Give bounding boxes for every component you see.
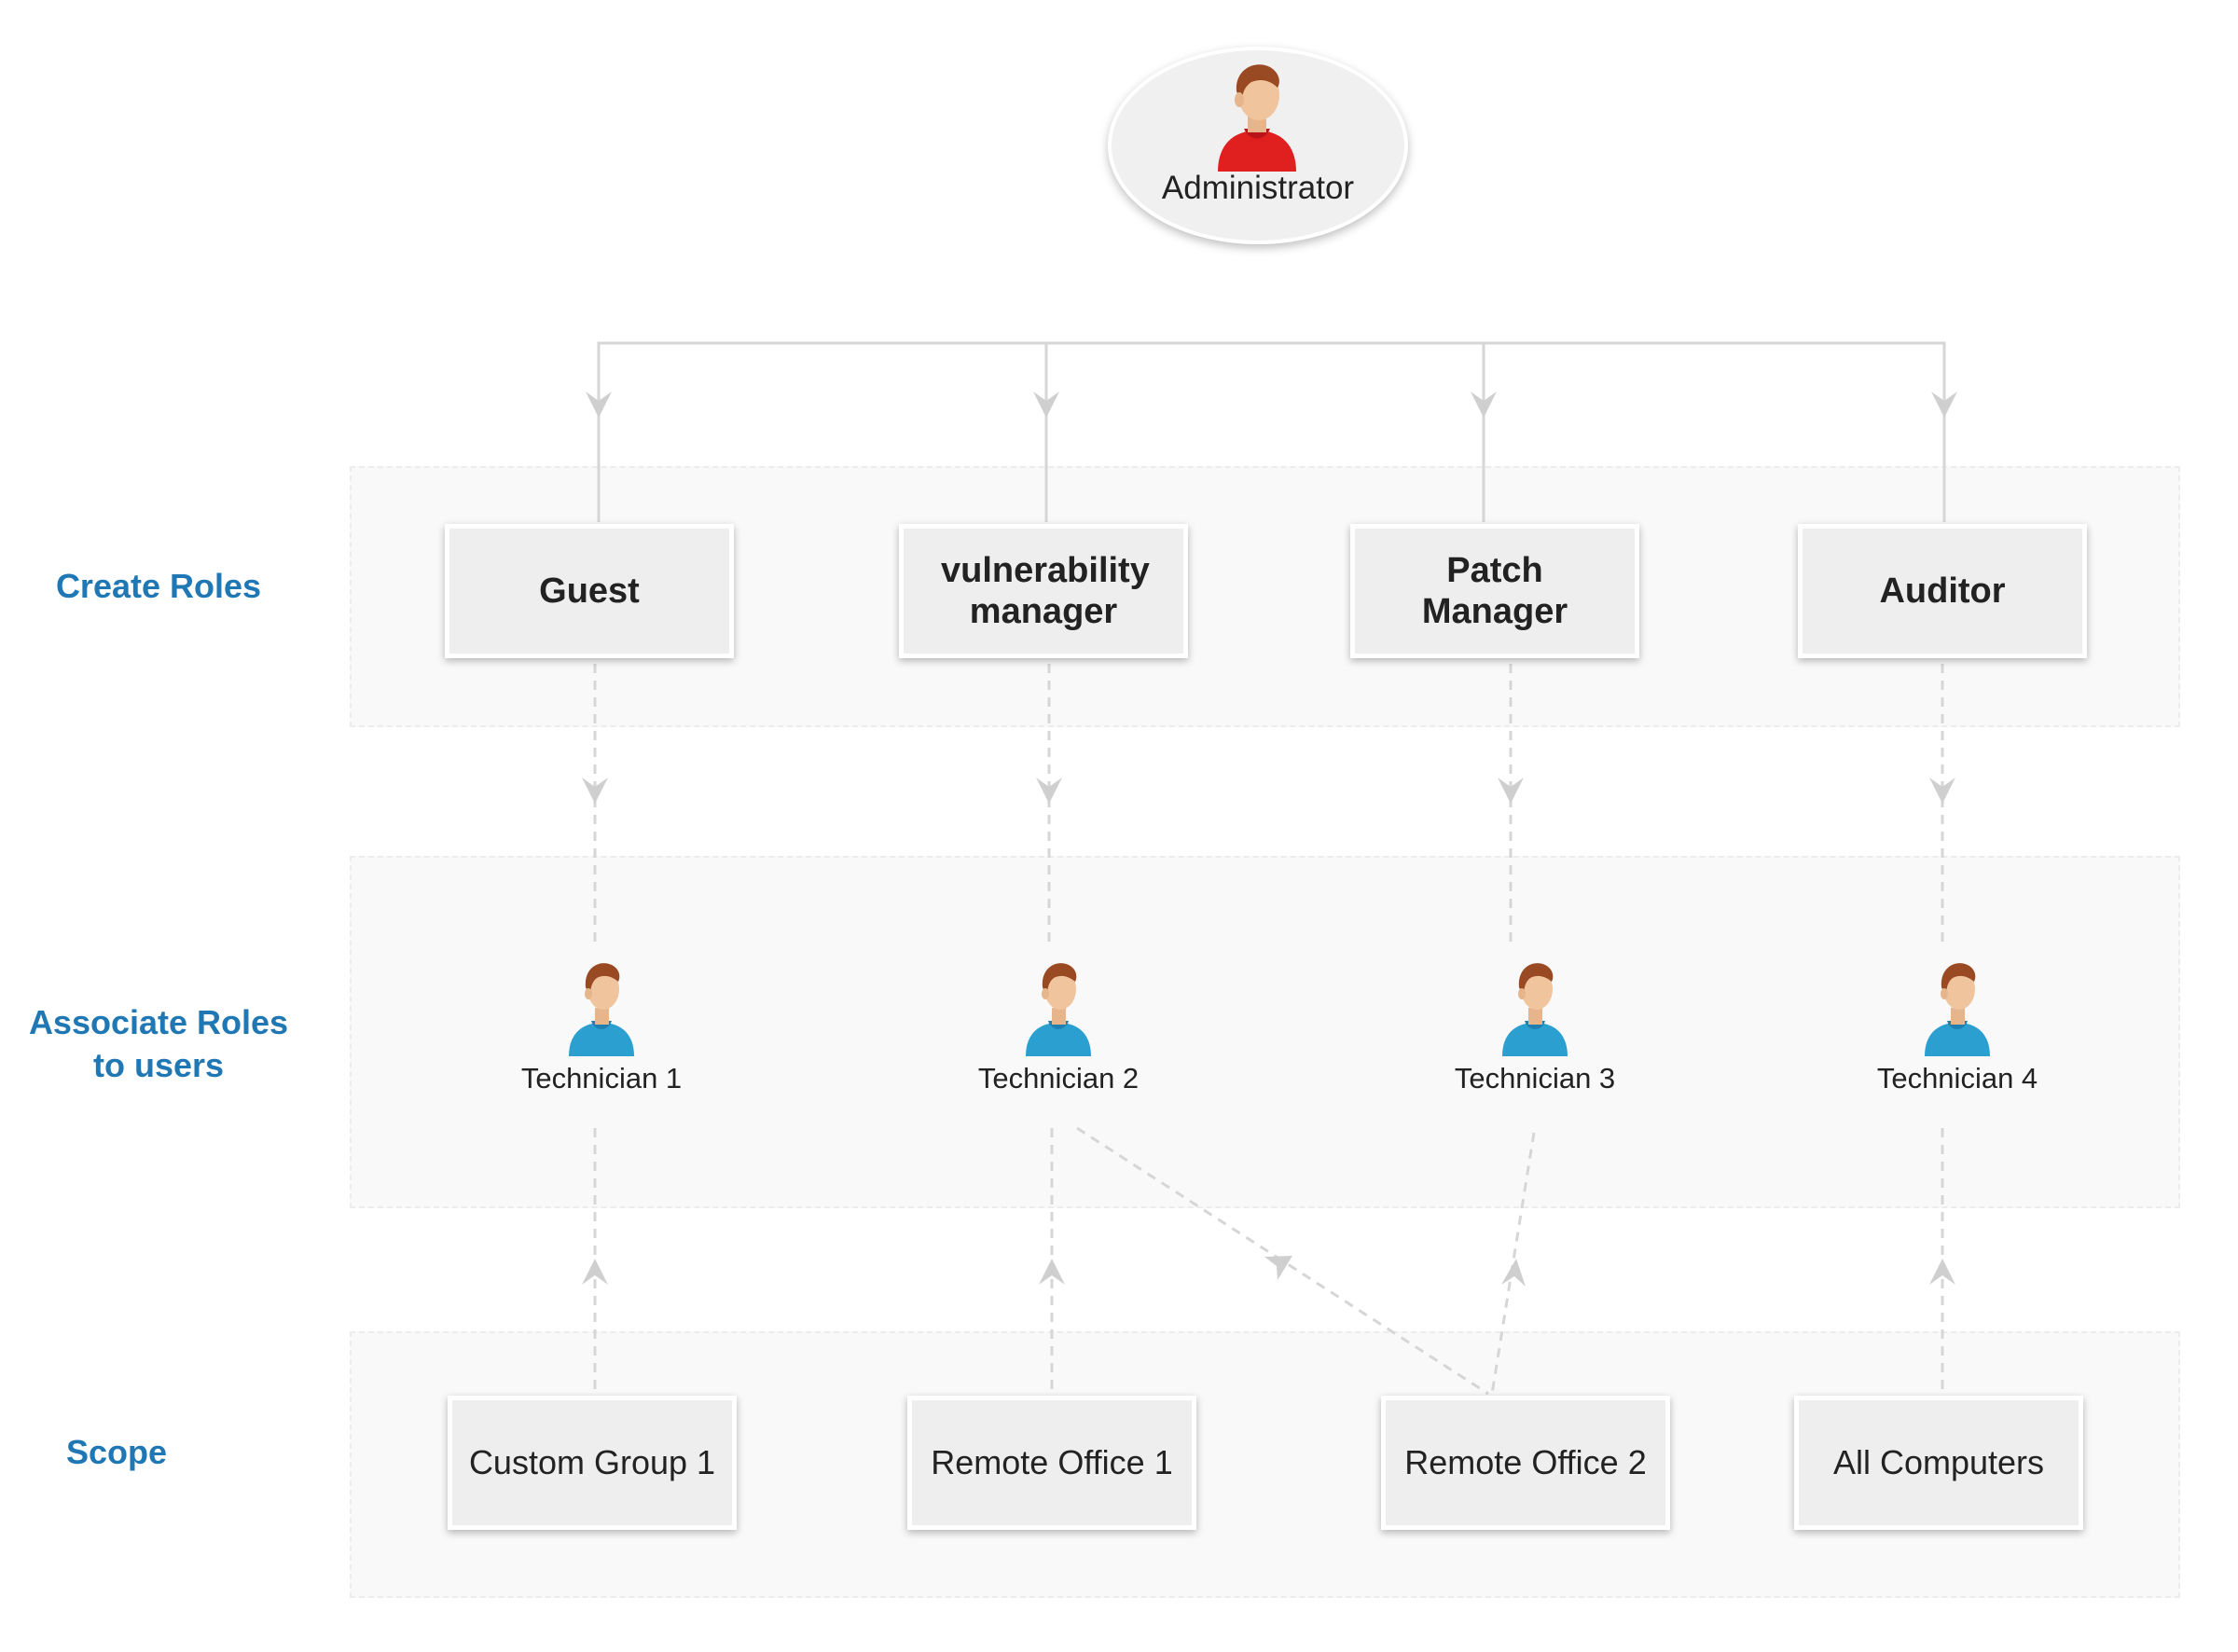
technician-1: Technician 1 [471, 956, 732, 1095]
person-icon [1026, 963, 1091, 1056]
role-label: Guest [539, 571, 640, 611]
administrator-label: Administrator [1161, 170, 1355, 206]
scope-label: Remote Office 1 [931, 1443, 1173, 1481]
person-icon [569, 963, 634, 1056]
role-vulnerability-manager: vulnerability manager [899, 524, 1188, 658]
associate-roles-label: Associate Roles to users [28, 1003, 289, 1084]
technician-label: Technician 4 [1876, 1062, 2038, 1094]
scope-label: All Computers [1832, 1443, 2045, 1481]
person-icon [1502, 963, 1568, 1056]
scope-label: Scope [65, 1433, 168, 1471]
technician-label: Technician 1 [520, 1062, 683, 1094]
scope-remote-office-1: Remote Office 1 [907, 1396, 1196, 1530]
technician-label: Technician 3 [1454, 1062, 1616, 1094]
role-guest: Guest [445, 524, 734, 658]
create-roles-label: Create Roles [55, 567, 262, 605]
person-icon [1925, 963, 1990, 1056]
admin-connector [597, 341, 1946, 522]
scope-custom-group-1: Custom Group 1 [448, 1396, 737, 1530]
administrator-node: Administrator [1108, 47, 1408, 244]
person-icon [1218, 64, 1296, 172]
role-patch-manager: Patch Manager [1350, 524, 1639, 658]
technician-3: Technician 3 [1404, 956, 1665, 1095]
technician-2: Technician 2 [928, 956, 1189, 1095]
scope-label: Remote Office 2 [1404, 1443, 1647, 1481]
scope-remote-office-2: Remote Office 2 [1381, 1396, 1670, 1530]
role-label: Patch Manager [1421, 551, 1568, 631]
role-auditor: Auditor [1798, 524, 2087, 658]
role-label: vulnerability manager [941, 551, 1150, 631]
technician-label: Technician 2 [977, 1062, 1140, 1094]
role-label: Auditor [1879, 571, 2006, 611]
technician-4: Technician 4 [1827, 956, 2088, 1095]
scope-all-computers: All Computers [1794, 1396, 2083, 1530]
associate-roles-band [350, 856, 2180, 1208]
scope-label: Custom Group 1 [468, 1443, 716, 1481]
